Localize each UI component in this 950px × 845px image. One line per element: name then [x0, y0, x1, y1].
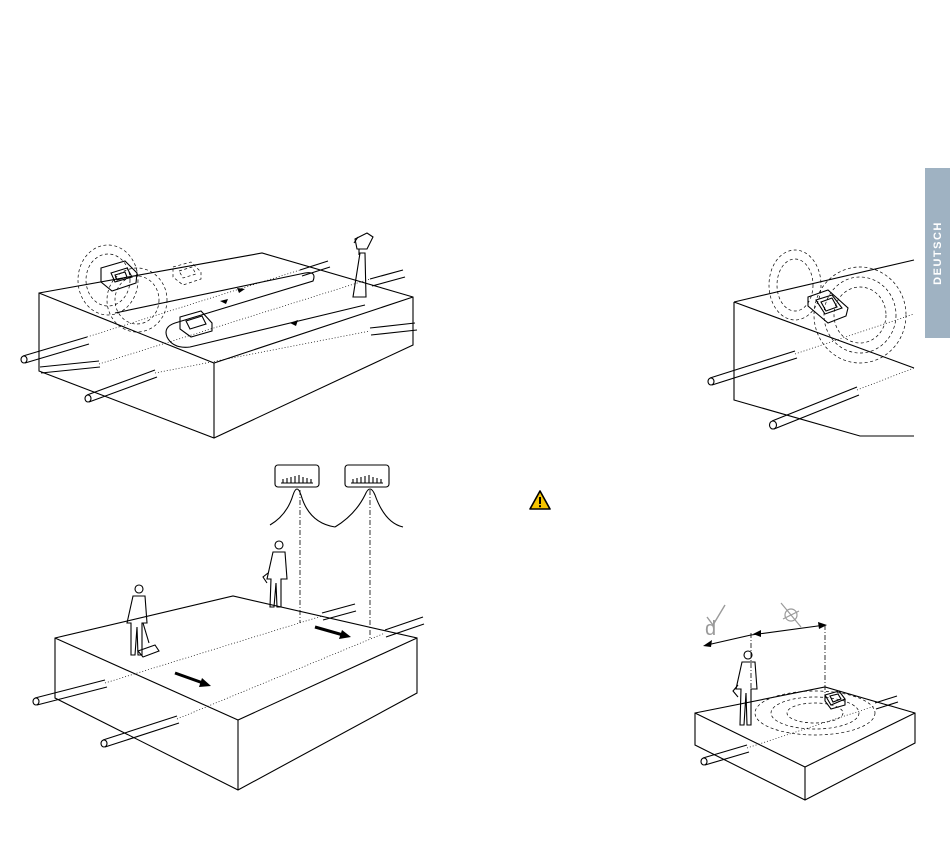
- pipe: [33, 680, 107, 705]
- not-allowed-icon: [781, 603, 801, 627]
- signal-display-icon: [275, 465, 319, 487]
- language-tab[interactable]: DEUTSCH: [925, 168, 950, 338]
- pipe: [85, 370, 157, 402]
- operator-figure: [127, 585, 159, 657]
- transmitter-icon: [101, 261, 137, 291]
- distance-label: d: [705, 618, 716, 640]
- pipe: [370, 323, 417, 335]
- pipe: [385, 617, 424, 637]
- warning-triangle-icon: [528, 489, 552, 511]
- pipe: [101, 716, 179, 747]
- pipe: [40, 361, 100, 373]
- figure-transmitter-sweep: [15, 225, 430, 445]
- receiver-icon: [353, 233, 373, 297]
- pipe: [708, 351, 797, 385]
- figure-operator-distance: d: [685, 595, 920, 805]
- pipe: [21, 337, 89, 363]
- signal-display-icon: [345, 465, 389, 487]
- signal-field: [755, 691, 875, 735]
- language-tab-label: DEUTSCH: [932, 221, 944, 285]
- transmitter-icon: [173, 262, 201, 285]
- transmitter-icon: [180, 311, 212, 337]
- figure-transmitter-over-pipe: [700, 240, 920, 440]
- pipe: [370, 270, 405, 286]
- signal-field: [78, 245, 167, 332]
- figure-two-person-sweep: [25, 455, 435, 795]
- operator-figure: [733, 651, 757, 725]
- operator-figure: [263, 541, 287, 607]
- transmitter-icon: [825, 691, 845, 709]
